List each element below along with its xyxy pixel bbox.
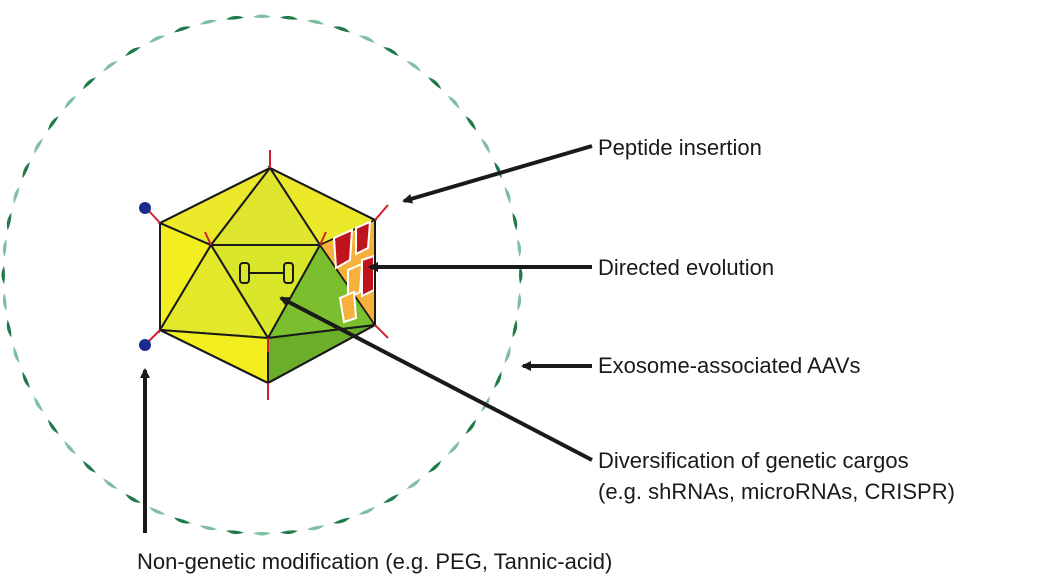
arrow-peptide-insertion bbox=[402, 144, 593, 204]
exosome-lipid-mark bbox=[64, 440, 77, 455]
exosome-lipid-mark bbox=[358, 507, 376, 515]
arrow-diversification bbox=[279, 296, 593, 462]
exosome-lipid-mark bbox=[447, 440, 460, 455]
directed-evolution-patch bbox=[318, 218, 376, 328]
label-directed-evolution: Directed evolution bbox=[598, 255, 775, 280]
exosome-lipid-mark bbox=[173, 517, 191, 524]
exosome-lipid-mark bbox=[519, 266, 523, 284]
exosome-lipid-mark bbox=[333, 517, 351, 524]
exosome-lipid-mark bbox=[226, 15, 244, 20]
exosome-lipid-mark bbox=[494, 371, 502, 389]
exosome-lipid-mark bbox=[103, 61, 118, 72]
exosome-lipid-mark bbox=[48, 419, 59, 434]
exosome-lipid-mark bbox=[199, 19, 218, 25]
exosome-lipid-mark bbox=[504, 186, 511, 204]
modification-dot-bottom bbox=[139, 339, 151, 351]
exosome-lipid-mark bbox=[125, 493, 141, 503]
exosome-lipid-mark bbox=[512, 212, 518, 231]
exosome-lipid-mark bbox=[306, 19, 325, 25]
exosome-lipid-mark bbox=[64, 95, 77, 110]
exosome-lipid-mark bbox=[82, 77, 97, 90]
exosome-lipid-mark bbox=[22, 371, 30, 389]
exosome-lipid-mark bbox=[48, 116, 59, 131]
exosome-lipid-mark bbox=[173, 26, 191, 33]
exosome-lipid-mark bbox=[306, 525, 325, 531]
exosome-lipid-mark bbox=[253, 532, 271, 536]
exosome-lipid-mark bbox=[406, 61, 421, 72]
exosome-lipid-mark bbox=[465, 116, 476, 131]
exosome-lipid-mark bbox=[34, 396, 44, 412]
exosome-lipid-mark bbox=[148, 507, 166, 515]
exosome-lipid-mark bbox=[427, 460, 442, 473]
aav-capsid bbox=[139, 150, 389, 400]
exosome-lipid-mark bbox=[1, 266, 5, 284]
modification-dot-top bbox=[139, 202, 151, 214]
exosome-lipid-mark bbox=[103, 478, 118, 489]
exosome-lipid-mark bbox=[465, 419, 476, 434]
label-diversification: Diversification of genetic cargos bbox=[598, 448, 909, 473]
exosome-lipid-mark bbox=[517, 239, 522, 257]
exosome-lipid-mark bbox=[2, 239, 7, 257]
exosome-lipid-mark bbox=[226, 530, 244, 535]
exosome-lipid-mark bbox=[13, 186, 20, 204]
exosome-lipid-mark bbox=[199, 525, 218, 531]
label-non-genetic-modification: Non-genetic modification (e.g. PEG, Tann… bbox=[137, 549, 613, 574]
label-peptide-insertion: Peptide insertion bbox=[598, 135, 762, 160]
exosome-lipid-mark bbox=[2, 293, 7, 311]
exosome-lipid-mark bbox=[34, 138, 44, 154]
genome-cargo-icon bbox=[239, 262, 294, 284]
exosome-lipid-mark bbox=[358, 35, 376, 43]
exosome-lipid-mark bbox=[512, 319, 518, 338]
label-exosome-associated-aavs: Exosome-associated AAVs bbox=[598, 353, 861, 378]
exosome-lipid-mark bbox=[22, 161, 30, 179]
capsid-spikes bbox=[146, 150, 389, 400]
exosome-lipid-mark bbox=[333, 26, 351, 33]
exosome-lipid-mark bbox=[504, 346, 511, 364]
exosome-lipid-mark bbox=[480, 138, 490, 154]
exosome-membrane bbox=[1, 14, 523, 536]
exosome-lipid-mark bbox=[280, 15, 298, 20]
exosome-lipid-mark bbox=[447, 95, 460, 110]
exosome-lipid-mark bbox=[6, 319, 12, 338]
exosome-lipid-mark bbox=[6, 212, 12, 231]
exosome-lipid-mark bbox=[13, 346, 20, 364]
exosome-lipid-mark bbox=[383, 493, 399, 503]
exosome-lipid-mark bbox=[383, 47, 399, 57]
exosome-lipid-mark bbox=[253, 14, 271, 18]
exosome-lipid-mark bbox=[82, 460, 97, 473]
exosome-lipid-mark bbox=[427, 77, 442, 90]
exosome-lipid-mark bbox=[517, 293, 522, 311]
label-diversification-examples: (e.g. shRNAs, microRNAs, CRISPR) bbox=[598, 479, 955, 504]
exosome-lipid-mark bbox=[125, 47, 141, 57]
exosome-lipid-mark bbox=[148, 35, 166, 43]
exosome-lipid-mark bbox=[406, 478, 421, 489]
exosome-lipid-mark bbox=[280, 530, 298, 535]
